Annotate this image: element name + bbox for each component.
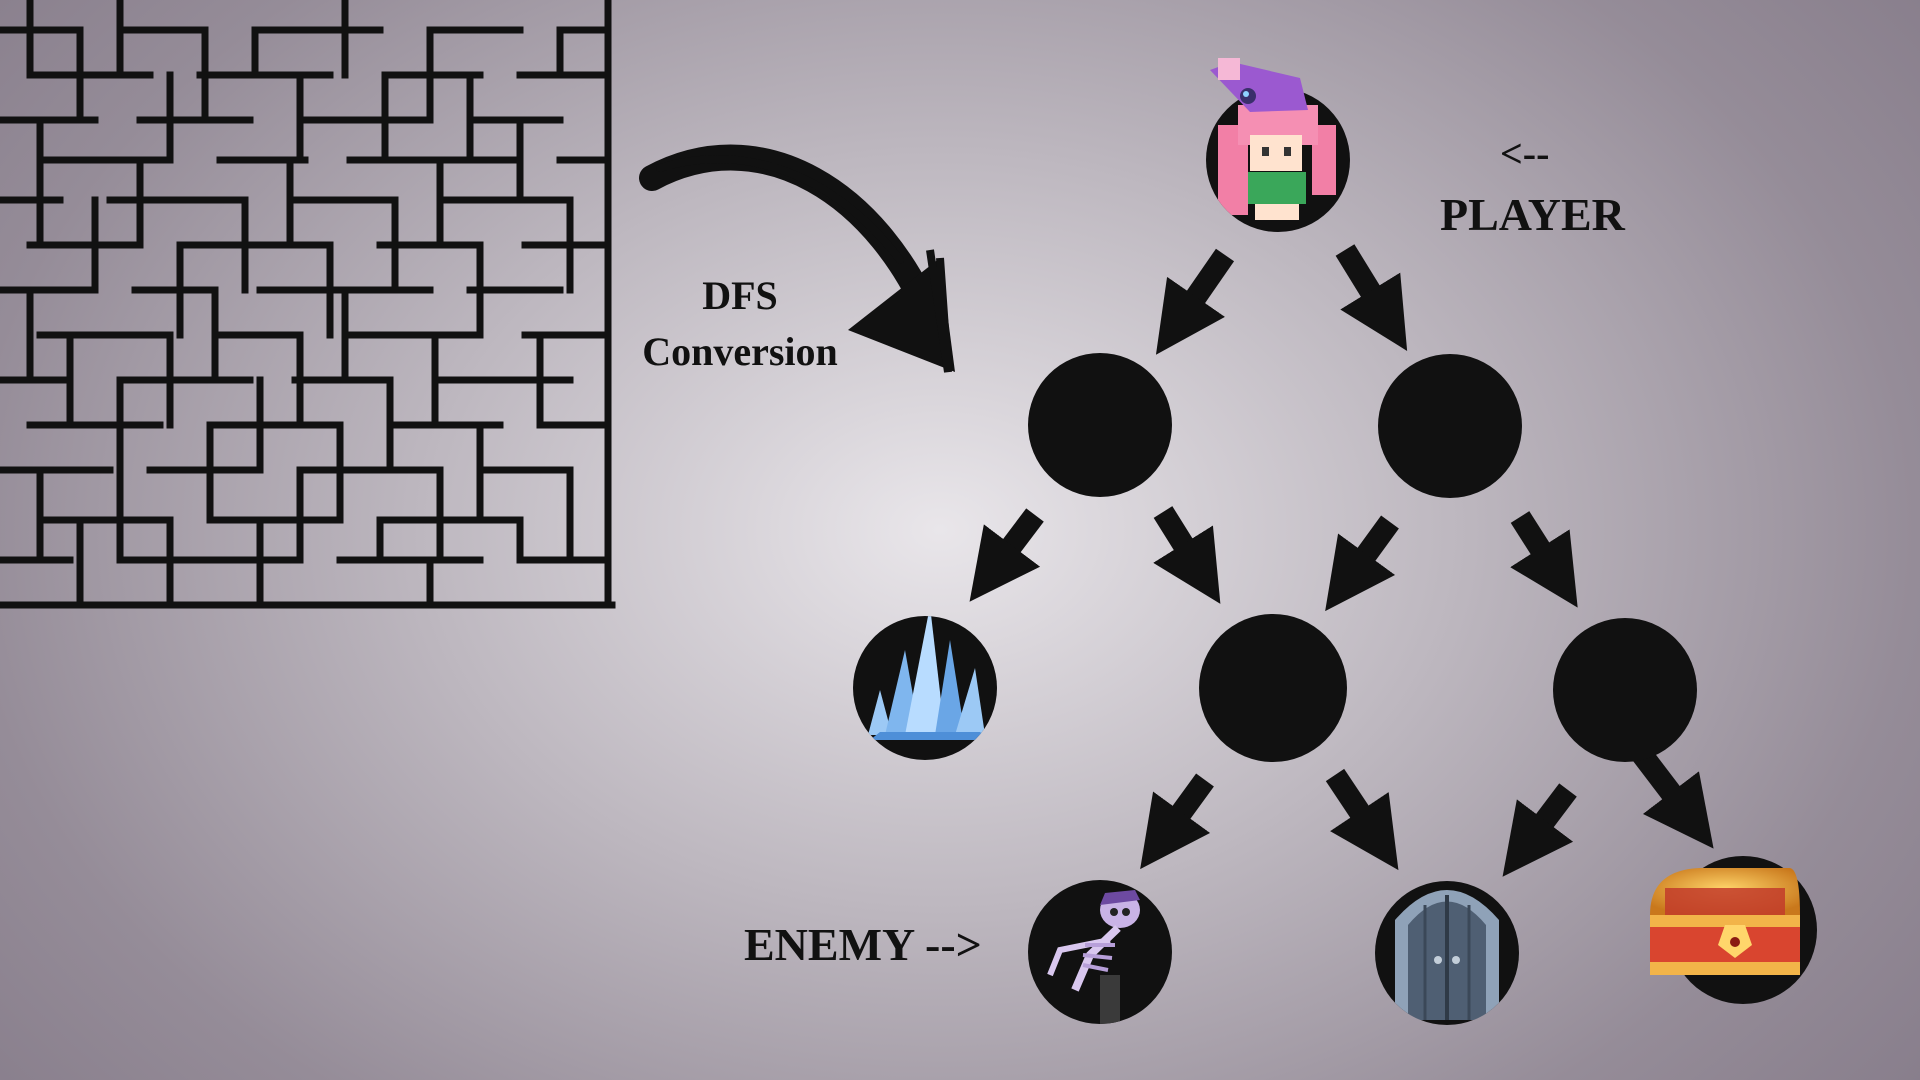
maze-icon xyxy=(0,0,616,609)
edge-l1right-right xyxy=(1510,511,1578,608)
edge-l1left-crystal xyxy=(969,508,1044,602)
player-sprite-icon xyxy=(1218,105,1336,220)
enemy-node xyxy=(1028,880,1172,1024)
dfs-conversion-label: DFS Conversion xyxy=(620,268,860,380)
dfs-label-line2: Conversion xyxy=(642,329,838,374)
edge-player-left xyxy=(1155,248,1235,355)
curved-arrow-icon xyxy=(639,144,955,373)
treasure-node xyxy=(1650,856,1817,1004)
skeleton-enemy-icon xyxy=(1047,890,1140,1024)
empty-node-level2-right xyxy=(1553,618,1697,762)
edge-player-right xyxy=(1335,244,1408,351)
enemy-label: ENEMY --> xyxy=(744,919,982,970)
edge-right-door xyxy=(1502,783,1577,877)
empty-node-level1-right xyxy=(1378,354,1522,498)
treasure-chest-icon xyxy=(1650,868,1800,975)
edge-l1right-mid xyxy=(1325,515,1399,612)
empty-node-level1-left xyxy=(1028,353,1172,497)
player-label: PLAYER xyxy=(1440,189,1625,240)
tree-edges xyxy=(969,244,1714,877)
crystal-node xyxy=(853,616,997,760)
door-node xyxy=(1375,881,1519,1025)
stone-door-icon xyxy=(1395,890,1499,1020)
ice-crystal-icon xyxy=(868,616,990,740)
edge-l1left-mid xyxy=(1153,506,1221,604)
edge-mid-door xyxy=(1325,768,1399,871)
player-pointer-arrow: <-- xyxy=(1500,131,1550,176)
edge-mid-enemy xyxy=(1140,773,1214,870)
dfs-label-line1: DFS xyxy=(702,273,778,318)
edge-right-chest xyxy=(1631,745,1714,849)
empty-node-level2-mid xyxy=(1199,614,1347,762)
player-node xyxy=(1206,58,1350,232)
